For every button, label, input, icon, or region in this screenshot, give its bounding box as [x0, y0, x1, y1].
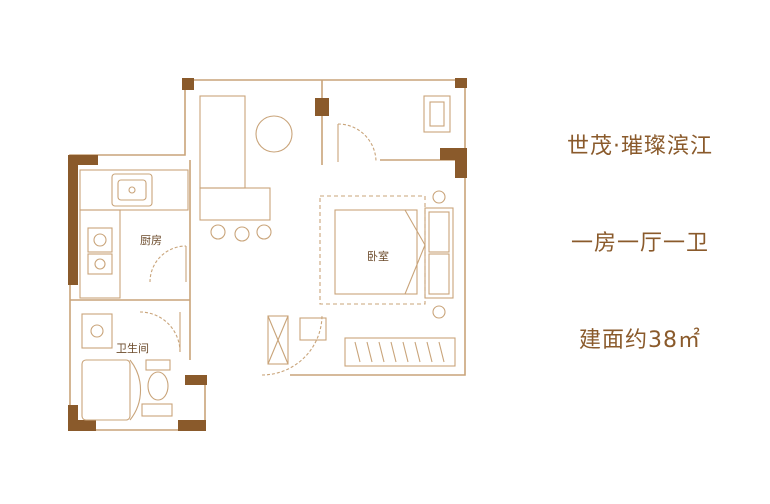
balcony-fixtures: [337, 95, 451, 163]
unit-layout: 一房一厅一卫: [570, 231, 709, 256]
unit-area: 建面约38㎡: [579, 328, 701, 353]
wardrobe-hangers: [354, 341, 445, 363]
bedroom-fixtures: [261, 190, 456, 376]
room-label-bathroom: 卫生间: [116, 341, 149, 355]
kitchen-fixtures: [79, 169, 189, 299]
room-label-kitchen: 厨房: [140, 234, 162, 247]
outline-walls: [69, 79, 466, 431]
project-name: 世茂·璀璨滨江: [567, 134, 713, 159]
bathroom-fixtures: [81, 311, 181, 421]
thick-walls: [68, 78, 467, 431]
dining-fixtures: [199, 95, 293, 242]
room-label-bedroom: 卧室: [367, 249, 389, 263]
